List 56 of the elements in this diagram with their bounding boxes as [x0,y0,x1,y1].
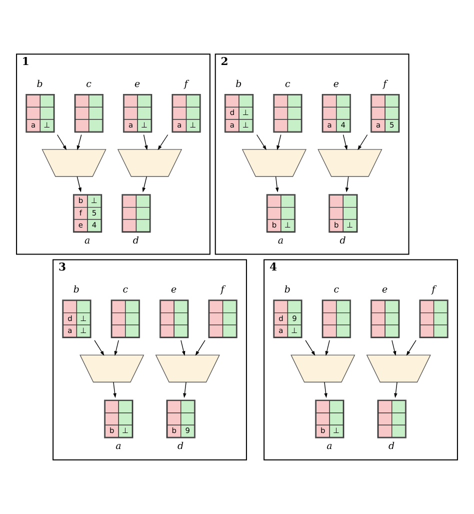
node-label: e [134,79,140,90]
arrow [406,340,416,356]
node-funnel [318,149,382,177]
node-label: d [177,440,184,452]
node-label: f [184,79,188,90]
node-label: a [84,235,90,246]
arrow [94,340,104,356]
arrow [158,134,168,150]
node-funnel [42,149,106,177]
node-label: b [236,79,242,90]
arrow [305,340,316,356]
arrow [345,176,349,192]
arrow [324,382,328,398]
node-label: d [340,235,346,246]
node-label: b [36,79,43,90]
node-label: a [116,440,122,452]
node-label: e [382,284,388,296]
node-label: e [333,79,339,90]
node-label: f [383,79,387,90]
arrow [143,134,148,150]
node-funnel [155,354,220,382]
node-label: c [86,79,92,90]
arrow [183,382,186,398]
arrow [76,134,82,150]
node-label: d [388,440,395,452]
node-label: f [432,284,436,296]
arrow [56,134,67,150]
arrow [113,382,116,398]
arrow [342,134,348,150]
arrow [76,176,82,192]
node-label: c [285,79,290,90]
arrow [358,134,368,150]
node-funnel [117,149,182,177]
node-funnel [80,354,144,382]
arrow [142,176,147,192]
arrow [394,382,398,398]
node-label: e [171,284,177,296]
arrow [275,176,279,192]
node-label: b [73,284,80,296]
node-funnel [290,354,356,382]
arrow [392,340,396,356]
arrow [180,340,186,356]
node-funnel [242,149,307,177]
arrow [325,340,330,356]
arrow [114,340,119,356]
arrow [195,340,206,356]
node-label: d [132,235,139,246]
node-label: a [326,440,332,452]
node-funnel [366,354,431,382]
node-label: c [122,284,128,296]
arrow [276,134,282,150]
arrow [256,134,267,150]
node-label: f [220,284,224,296]
node-label: a [278,235,284,246]
node-label: c [334,284,340,296]
node-label: b [284,284,290,296]
